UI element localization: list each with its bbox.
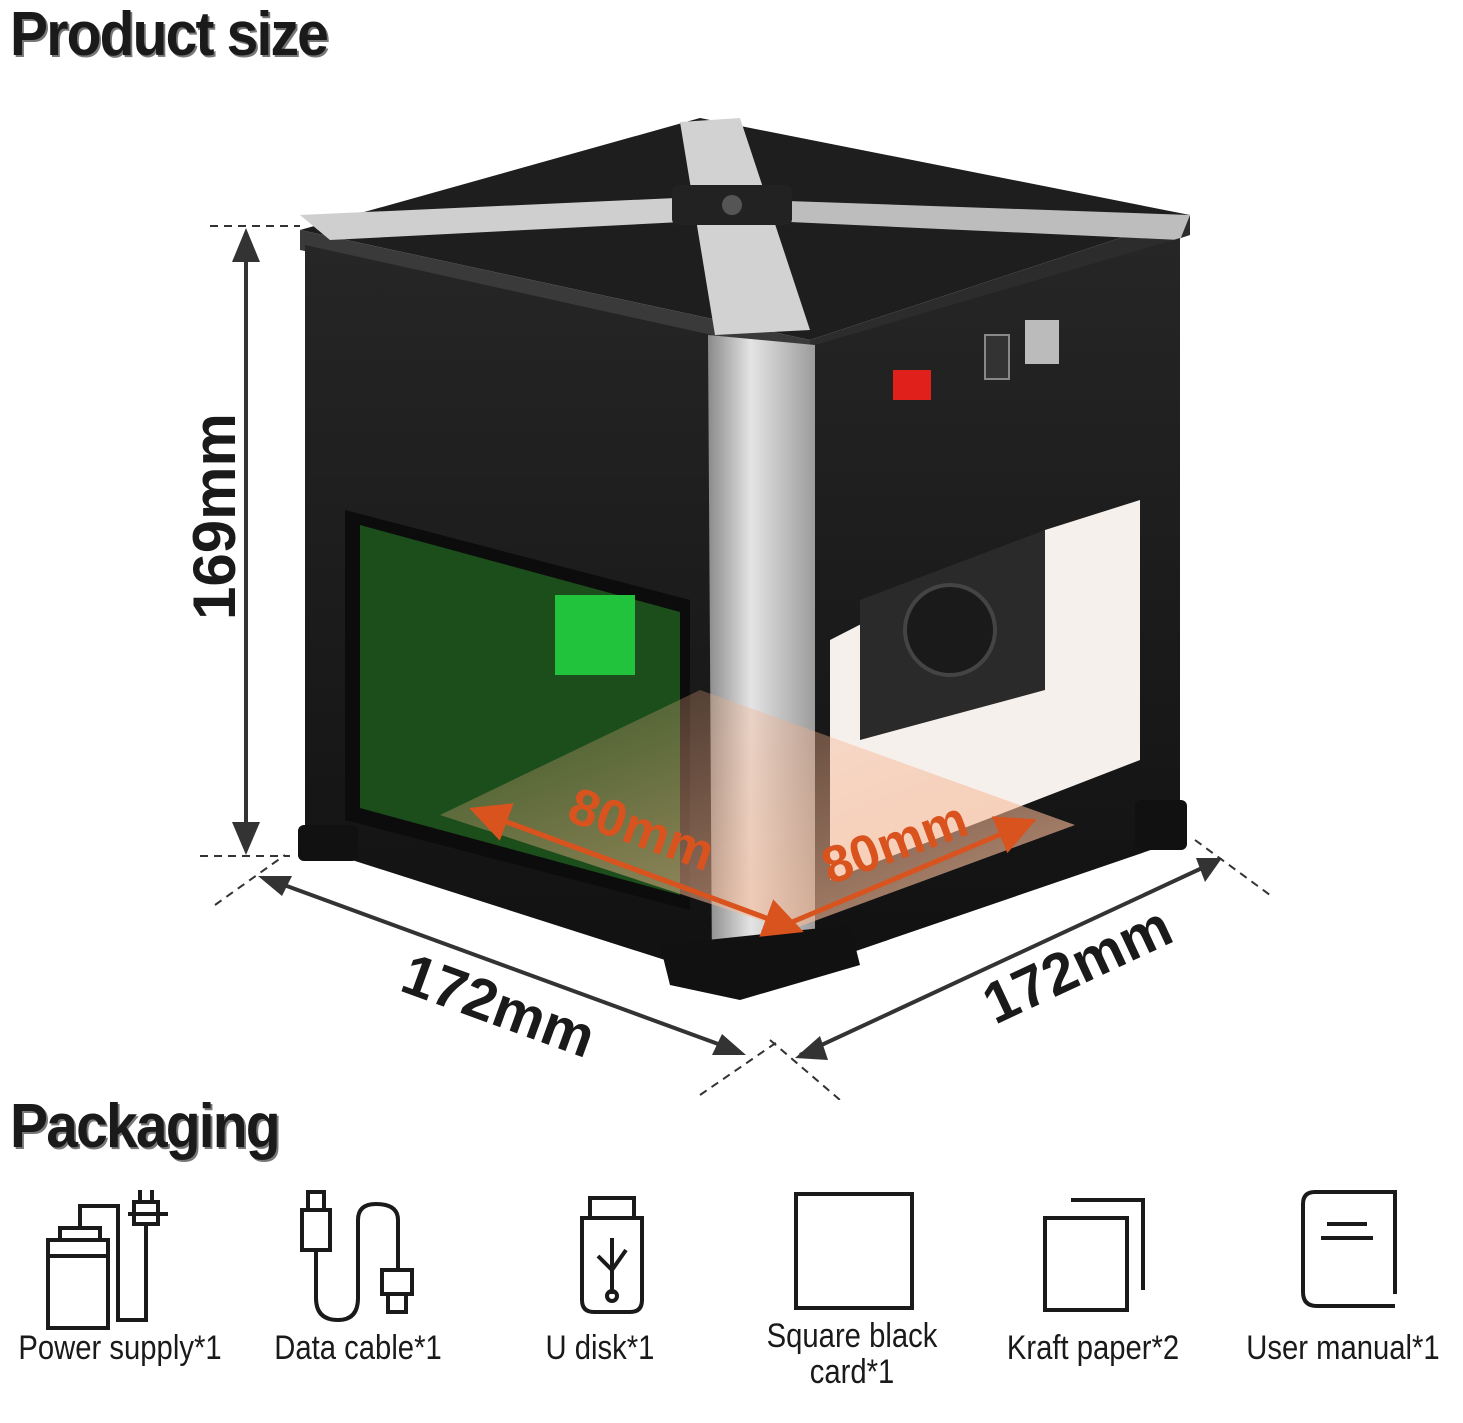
product-illustration: 80mm 80mm 169mm 172mm 172mm [181, 118, 1271, 1100]
power-supply-icon [46, 1190, 168, 1330]
width-left-dimension-line [264, 876, 741, 1054]
pack-item-data-cable: Data cable*1 [238, 1180, 478, 1420]
pack-label-data-cable: Data cable*1 [274, 1329, 442, 1367]
pack-item-square-card: Square black card*1 [732, 1180, 972, 1420]
square-card-icon [794, 1192, 914, 1310]
kraft-paper-icon [1043, 1198, 1145, 1312]
work-area-arrow-right [784, 816, 1037, 928]
pack-item-power-supply: Power supply*1 [0, 1180, 240, 1420]
width-left-label: 172mm [394, 941, 604, 1070]
height-label: 169mm [181, 413, 248, 620]
power-button-icon [722, 195, 742, 215]
packaging-heading: Packaging [10, 1092, 281, 1161]
usb-disk-icon [580, 1196, 644, 1314]
power-port-icon [984, 334, 1010, 380]
user-manual-icon [1301, 1190, 1397, 1308]
pack-item-user-manual: User manual*1 [1223, 1180, 1463, 1420]
pack-label-power-supply: Power supply*1 [18, 1329, 222, 1367]
pack-label-kraft-paper: Kraft paper*2 [1006, 1329, 1180, 1367]
pack-label-user-manual: User manual*1 [1246, 1329, 1440, 1367]
pack-label-u-disk: U disk*1 [545, 1329, 655, 1367]
pack-item-kraft-paper: Kraft paper*2 [973, 1180, 1213, 1420]
product-size-heading: Product size [10, 0, 329, 69]
pack-label-square-card: Square black card*1 [766, 1317, 938, 1391]
pack-item-u-disk: U disk*1 [480, 1180, 720, 1420]
usb-port-icon [1025, 320, 1059, 364]
width-right-label: 172mm [973, 893, 1182, 1036]
power-switch-icon [893, 370, 931, 400]
laser-module-display [555, 595, 635, 675]
data-cable-icon [300, 1190, 414, 1323]
width-right-dimension-line [799, 860, 1216, 1057]
